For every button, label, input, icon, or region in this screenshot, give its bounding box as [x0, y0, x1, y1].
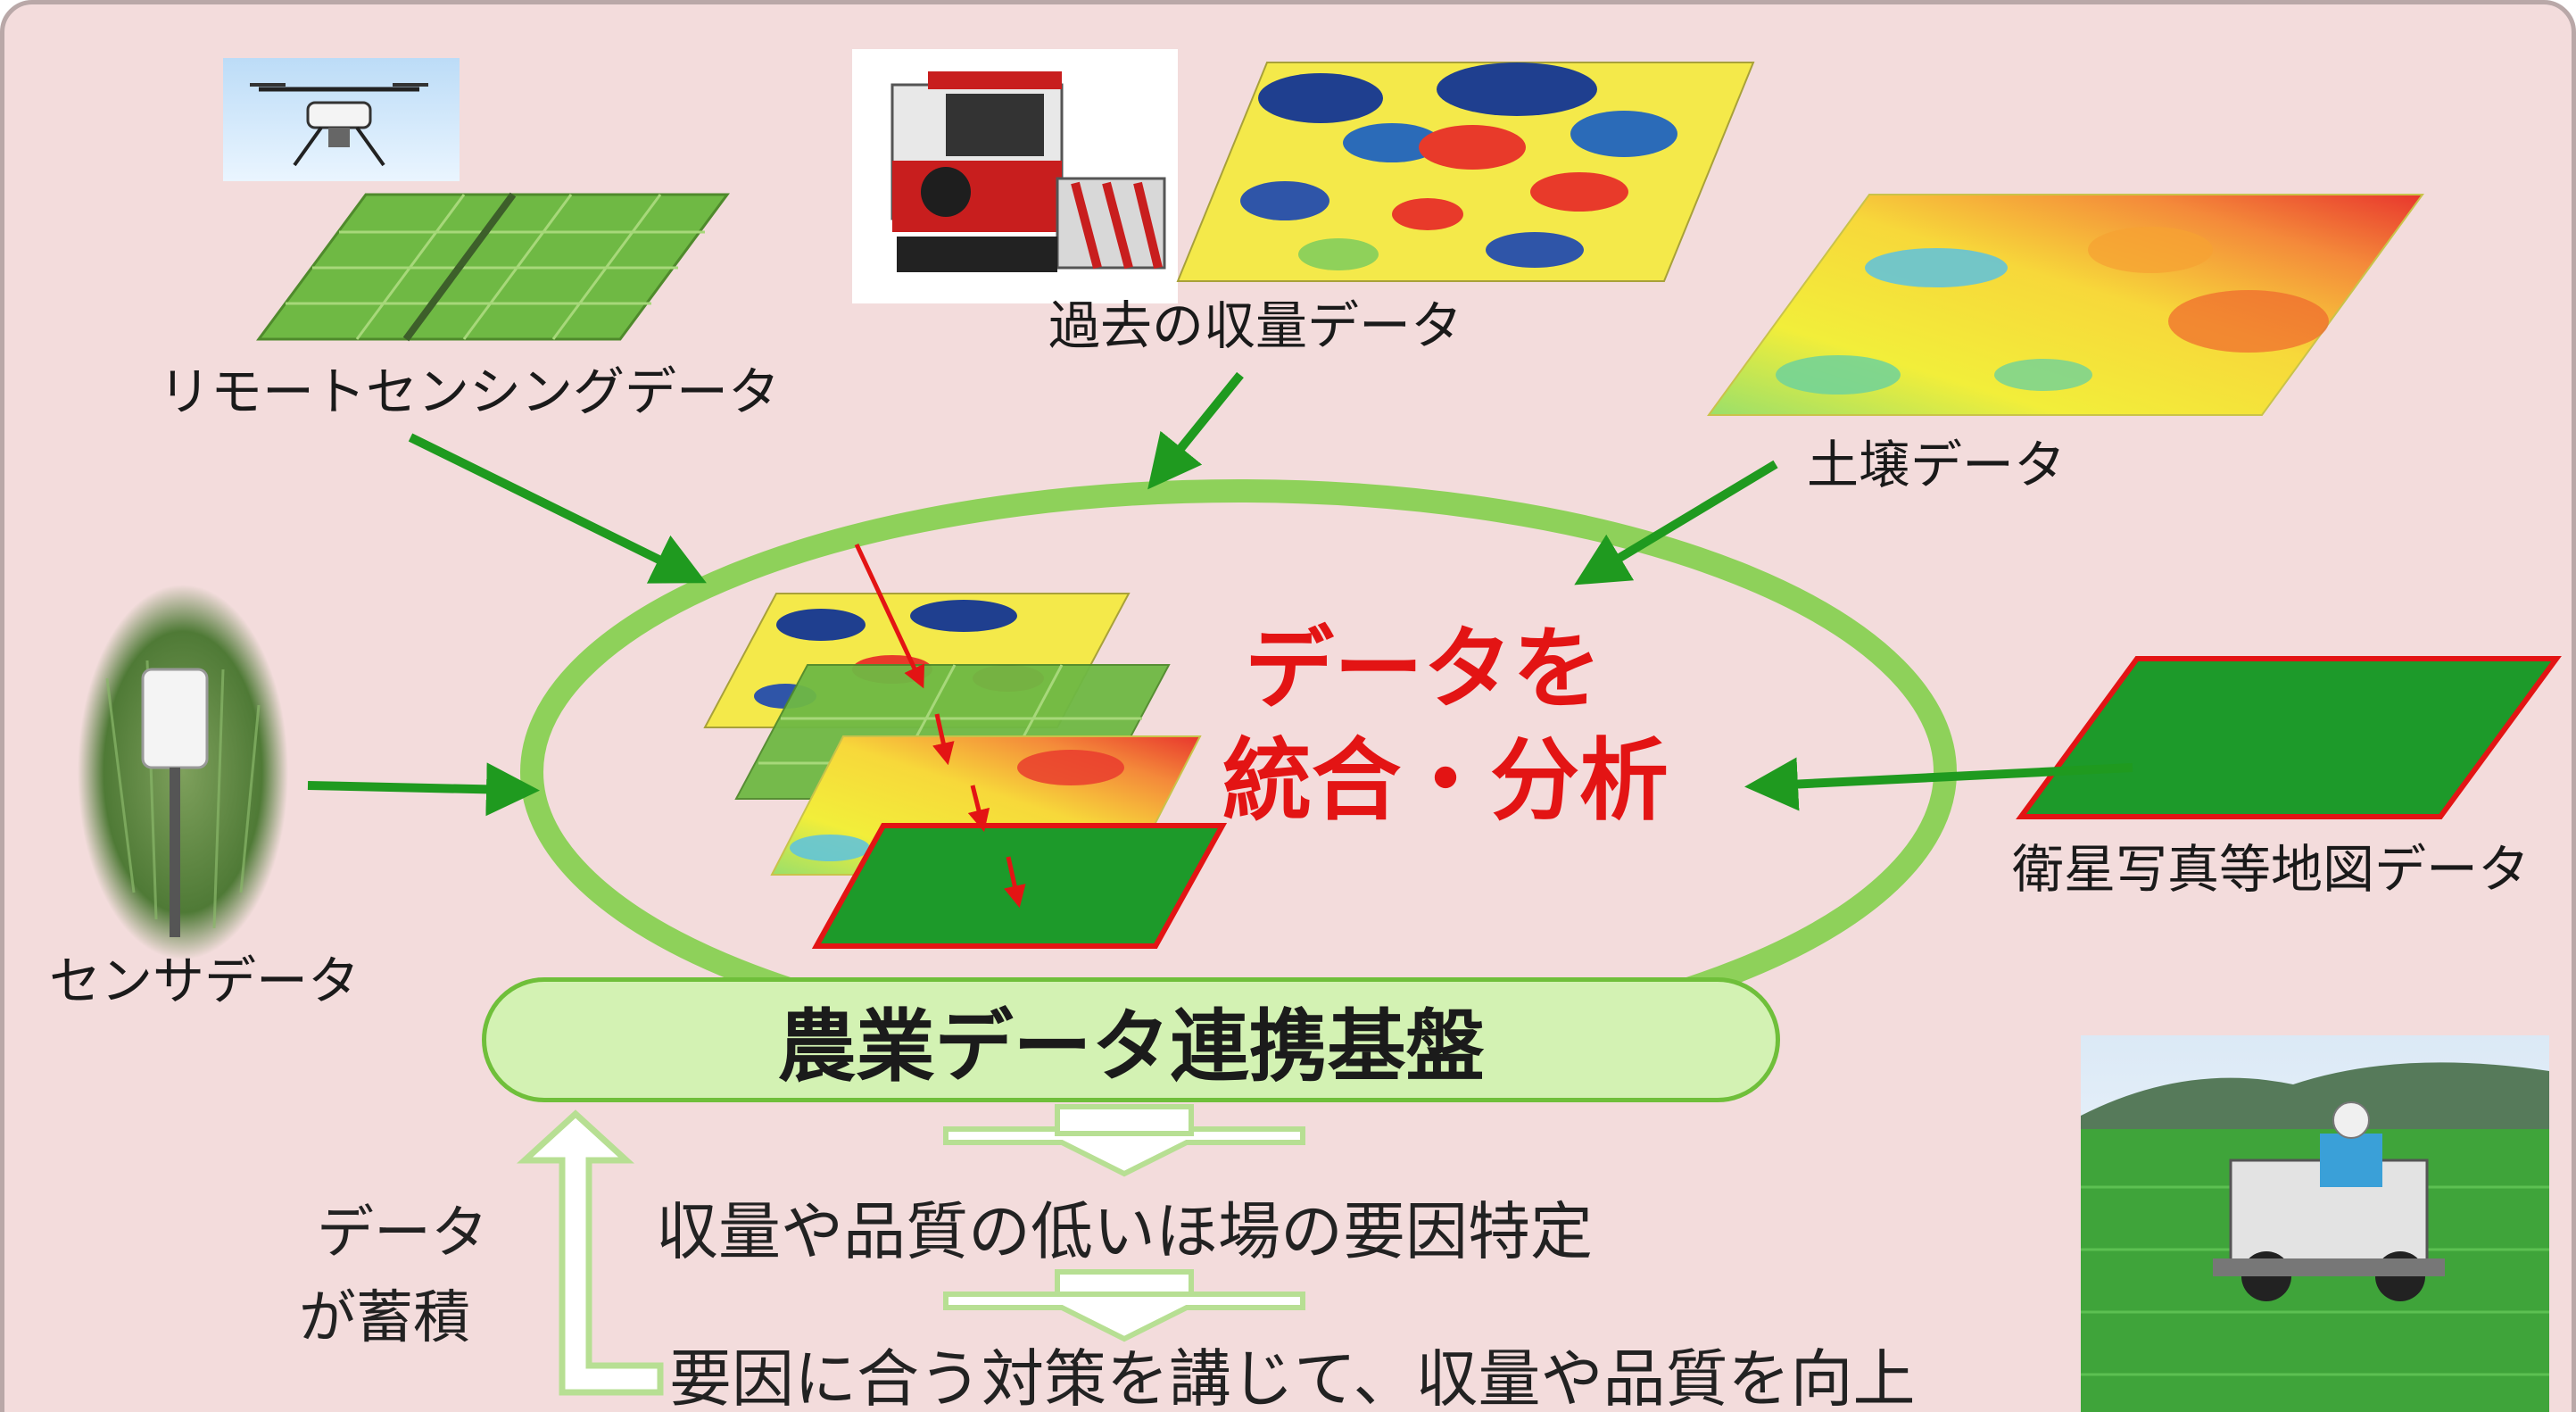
integrate-title-line2: 統合・分析 [1222, 728, 1669, 833]
platform-label: 農業データ連携基盤 [777, 1000, 1485, 1092]
stacked-layers [703, 543, 1228, 949]
combine-harvester-photo [852, 49, 1178, 303]
accumulate-label-line2: が蓄積 [299, 1285, 470, 1351]
arrow-satellite [1744, 757, 2133, 811]
agri-data-platform: 農業データ連携基盤 [482, 977, 1780, 1102]
arrow-sensor [307, 762, 540, 817]
rice-transplanter-photo [2081, 1035, 2549, 1412]
soil-map [1707, 194, 2424, 416]
accumulate-label-line1: データ [317, 1200, 488, 1267]
label-past-yield: 過去の収量データ [1048, 295, 1463, 356]
label-sensor: センサデータ [49, 951, 360, 1011]
feedback-up-arrow [516, 1109, 664, 1396]
label-remote-sensing: リモートセンシングデータ [159, 361, 781, 422]
down-arrow-1 [943, 1104, 1305, 1177]
satellite-map [2016, 656, 2562, 819]
field-sensor-photo [78, 585, 288, 959]
remote-sensing-map [256, 192, 730, 342]
step-identify-factors: 収量や品質の低いほ場の要因特定 [656, 1195, 1593, 1268]
step-improve-yield: 要因に合う対策を講じて、収量や品質を向上 [669, 1342, 1916, 1412]
integrate-title-line1: データを [1245, 617, 1602, 721]
arrow-remote-sensing [408, 433, 707, 584]
label-satellite-map: 衛星写真等地図データ [2012, 839, 2530, 900]
past-yield-map [1176, 62, 1755, 282]
arrow-past-yield [1147, 371, 1244, 490]
label-soil: 土壌データ [1807, 435, 2067, 495]
drone-photo [223, 58, 460, 181]
arrow-soil [1574, 460, 1778, 586]
down-arrow-2 [943, 1269, 1305, 1342]
